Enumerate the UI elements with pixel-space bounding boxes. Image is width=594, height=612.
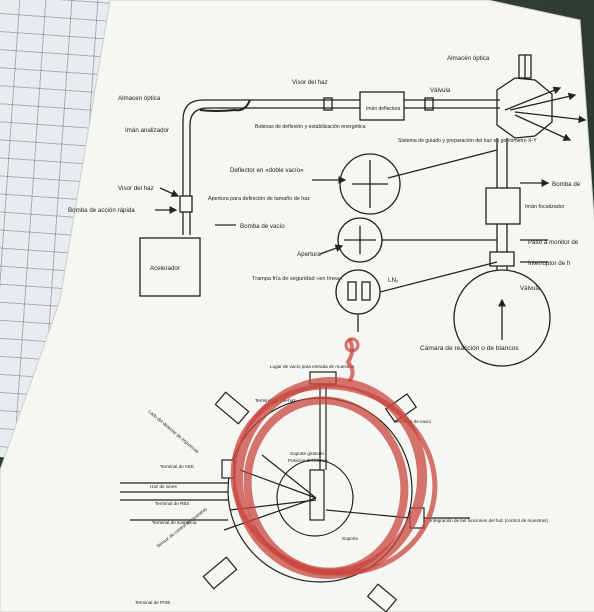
label-soporte: Soporte [342, 536, 359, 541]
red-highlight-scribble [230, 337, 438, 579]
port-bottom-right [366, 583, 398, 612]
beam-tube-left [182, 99, 500, 235]
valve-top [424, 97, 434, 111]
lower-diagram [120, 371, 470, 612]
label-iman-analizador: Imán analizador [125, 127, 169, 134]
optics-tube [518, 54, 532, 79]
label-almacen-optica-top: Almacén óptica [447, 55, 490, 62]
port-bottom-left [202, 556, 238, 590]
label-haz-left: Haz de iones [150, 484, 178, 489]
optics-chamber [496, 77, 553, 139]
beam-tube-left-inner [189, 107, 500, 235]
label-valvula-top: Válvula [430, 87, 451, 94]
inner-chamber [276, 459, 354, 537]
label-apertura-definicion: Apertura para definición de tamaño de ha… [208, 196, 310, 202]
label-almacen-optica-left: Almacen óptica [118, 95, 161, 102]
label-bomba-right: Bomba de [552, 181, 581, 188]
label-acelerador: Acelerador [150, 265, 180, 272]
label-visor-haz-top: Visor del haz [292, 79, 328, 86]
label-bomba-vacio: Bomba de vacío [240, 223, 285, 230]
label-terminal-left2: Terminal de RBS [155, 501, 189, 506]
label-visor-haz-left: Visor del haz [118, 185, 154, 192]
reaction-chamber [453, 269, 551, 367]
label-deflector-vacio: Deflector en «doble vacío» [230, 167, 304, 174]
label-terminal-bottom: Terminal de PIXE [135, 600, 171, 605]
label-apertura: Apertura [297, 251, 321, 258]
label-paso-monitor: Paso a monitor de [528, 239, 579, 246]
label-right-mid: Integración de las funciones del haz (co… [430, 518, 548, 523]
label-lower-top: Lugar de vacío para entrada de muestras [270, 364, 355, 369]
deflector-double-vacuum [339, 153, 401, 215]
label-terminal-left3: Terminal de sustancia [152, 520, 197, 525]
label-trampa-fria: Trampa fría de seguridad «en línea» [252, 276, 342, 282]
label-interruptor: Interruptor de h [528, 260, 571, 267]
port-top-left [214, 391, 250, 425]
deflector-magnet-box [359, 91, 405, 121]
accelerator-box [139, 237, 201, 297]
label-sistema-guiado: Sistema de guiado y preparación del haz … [398, 138, 537, 144]
label-right-top: Terminal de vacío [395, 419, 431, 424]
interrupter [489, 251, 515, 267]
beam-viewer-left [179, 195, 193, 213]
label-bobinas: Bobinas de deflexión y estabilización en… [255, 124, 366, 130]
label-ln2: LN₂ [388, 277, 399, 284]
label-valvula-right: Válvula [520, 285, 541, 292]
label-center1: Soporte giratorio [290, 451, 324, 456]
label-iman-deflectora: Imán deflectora [366, 106, 401, 112]
label-camara: Cámara de reacción o de blancos [420, 345, 519, 352]
beam-viewer-top [323, 97, 333, 111]
label-iman-focalizador: Imán focalizador [525, 204, 565, 210]
label-bomba-accion-rapida: Bomba de acción rápida [68, 207, 135, 214]
analyzer-magnet [199, 99, 251, 112]
upper-labels: Almacén óptica Visor del haz Imán deflec… [68, 55, 581, 352]
label-center2: Posición del blanco [288, 458, 328, 463]
upper-diagram [139, 54, 587, 367]
focusing-magnet [485, 187, 521, 225]
label-terminal-left1: Terminal de AEE [160, 464, 194, 469]
